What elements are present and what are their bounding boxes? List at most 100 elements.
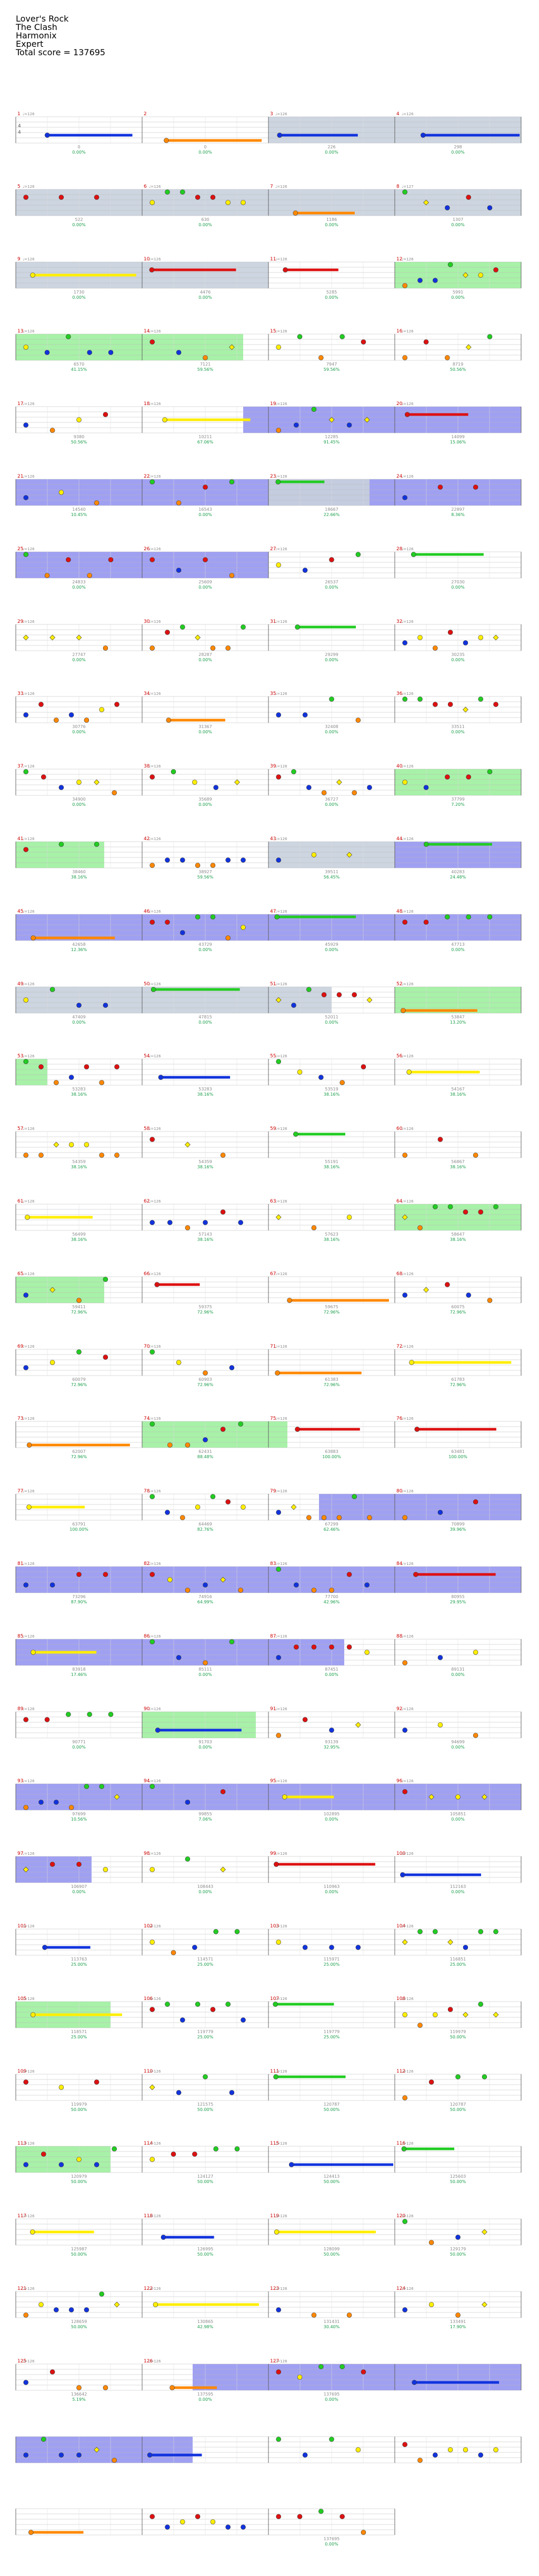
measure-percentage: 0.00% bbox=[325, 947, 338, 952]
note bbox=[176, 2090, 182, 2095]
measure-number: 108 bbox=[396, 1996, 406, 2002]
note bbox=[336, 1515, 342, 1520]
tempo-marking: ♩=126 bbox=[149, 764, 161, 769]
note bbox=[165, 189, 170, 195]
measure-number: 62 bbox=[144, 1199, 150, 1204]
measure-percentage: 8.36% bbox=[451, 512, 465, 517]
note bbox=[38, 1064, 44, 1069]
note bbox=[30, 272, 35, 278]
note bbox=[402, 780, 408, 785]
note bbox=[276, 712, 282, 718]
tempo-marking: ♩=126 bbox=[23, 2287, 35, 2291]
measure-number: 123 bbox=[270, 2286, 280, 2291]
chart-page: { "header": { "song": "Lover's Rock", "a… bbox=[0, 14, 539, 2547]
note bbox=[203, 355, 208, 360]
overdrive-section bbox=[193, 2364, 521, 2390]
note bbox=[346, 1215, 352, 1220]
note bbox=[297, 2514, 303, 2519]
note bbox=[49, 1582, 55, 1588]
note bbox=[192, 2151, 197, 2157]
measure-score: 119979 bbox=[450, 2029, 466, 2034]
note bbox=[276, 345, 282, 350]
difficulty-label: Expert bbox=[16, 39, 44, 49]
note bbox=[402, 189, 408, 195]
note bbox=[361, 2369, 366, 2375]
note bbox=[241, 2524, 246, 2530]
note bbox=[185, 1800, 191, 1805]
note bbox=[149, 774, 155, 780]
measure-number: 64 bbox=[396, 1199, 403, 1204]
note bbox=[328, 417, 335, 423]
note bbox=[432, 2452, 438, 2458]
note bbox=[195, 195, 201, 200]
note bbox=[406, 1069, 412, 1075]
measure-number: 60 bbox=[396, 1126, 403, 1132]
measure-score: 70899 bbox=[451, 1522, 465, 1527]
note bbox=[297, 2375, 303, 2380]
note bbox=[493, 702, 498, 707]
tempo-marking: ♩=126 bbox=[402, 2287, 414, 2291]
staff-svg bbox=[15, 1058, 522, 1086]
measure-percentage: 50.56% bbox=[450, 367, 466, 372]
note bbox=[462, 272, 468, 278]
note bbox=[44, 1717, 50, 1722]
measure-score: 0 bbox=[204, 145, 207, 149]
note bbox=[400, 1872, 405, 1877]
measure-score: 522 bbox=[75, 217, 83, 222]
measure-score: 129179 bbox=[450, 2247, 466, 2251]
note bbox=[340, 2514, 345, 2519]
note bbox=[402, 696, 408, 702]
measure-percentage: 50.00% bbox=[197, 2252, 214, 2257]
measure-percentage: 0.00% bbox=[325, 295, 338, 300]
note bbox=[275, 997, 282, 1003]
tempo-marking: ♩=126 bbox=[275, 2287, 287, 2291]
measure-number: 104 bbox=[396, 1924, 406, 1929]
note bbox=[311, 1588, 317, 1593]
measure-score: 102895 bbox=[323, 1812, 340, 1816]
tempo-marking: ♩=126 bbox=[23, 329, 35, 334]
sustain-note bbox=[280, 134, 358, 137]
measure-number: 41 bbox=[17, 836, 24, 842]
note bbox=[103, 1572, 108, 1577]
measure-score: 64469 bbox=[198, 1522, 212, 1527]
measure-score: 113763 bbox=[71, 1957, 87, 1962]
note bbox=[412, 2380, 417, 2385]
note bbox=[66, 557, 71, 562]
note bbox=[493, 2447, 498, 2452]
tempo-marking: ♩=126 bbox=[402, 547, 414, 551]
note bbox=[329, 1644, 334, 1650]
measure-percentage: 13.20% bbox=[450, 1020, 466, 1025]
note bbox=[321, 1515, 327, 1520]
measure-number: 40 bbox=[396, 764, 403, 769]
note bbox=[149, 200, 155, 205]
measure-number: 50 bbox=[144, 982, 150, 987]
measure-score: 25609 bbox=[198, 580, 212, 584]
measure-number: 11 bbox=[270, 257, 276, 262]
staff-svg bbox=[15, 2363, 522, 2391]
tempo-marking: ♩=126 bbox=[275, 1272, 287, 1276]
note bbox=[402, 1214, 408, 1220]
note bbox=[195, 2514, 201, 2519]
measure-number: 109 bbox=[17, 2069, 27, 2074]
note bbox=[401, 1008, 406, 1013]
measure-percentage: 7.06% bbox=[198, 1817, 212, 1822]
note bbox=[445, 1282, 450, 1287]
measure-number: 47 bbox=[270, 909, 276, 914]
note bbox=[445, 355, 450, 360]
note bbox=[195, 2002, 201, 2007]
measure-number: 110 bbox=[144, 2069, 153, 2074]
measure-percentage: 42.98% bbox=[197, 2325, 214, 2329]
note bbox=[447, 2007, 453, 2012]
measure-number: 19 bbox=[270, 401, 276, 407]
measure-number: 15 bbox=[270, 329, 276, 334]
note bbox=[44, 350, 50, 355]
star-power-section bbox=[16, 1059, 47, 1085]
measure-number: 39 bbox=[270, 764, 276, 769]
note bbox=[423, 842, 429, 847]
note bbox=[23, 2079, 29, 2085]
note bbox=[165, 2002, 170, 2007]
note bbox=[311, 1644, 317, 1650]
tempo-marking: ♩=126 bbox=[402, 982, 414, 986]
measure-percentage: 72.96% bbox=[71, 1310, 87, 1315]
